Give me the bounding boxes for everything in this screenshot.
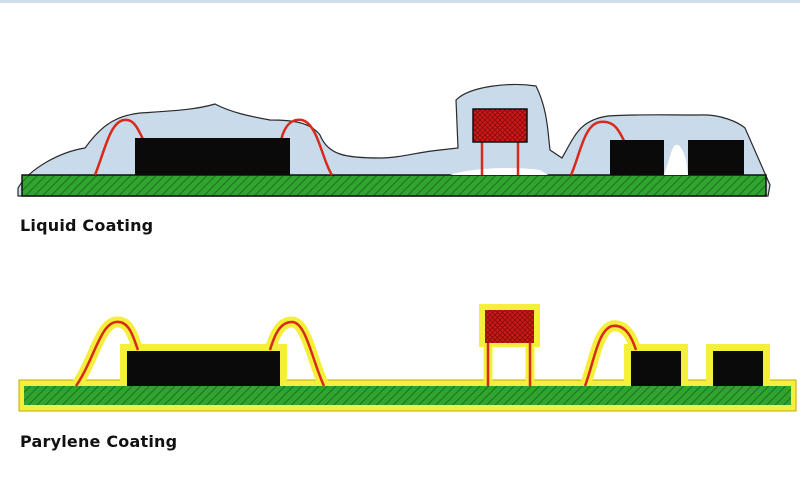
- parylene-lead-small: [583, 324, 638, 387]
- liquid-ic-small-2: [688, 140, 744, 175]
- liquid-ic-small-1: [610, 140, 664, 175]
- parylene-lead-left: [74, 320, 140, 387]
- liquid-lead-small: [569, 120, 628, 176]
- parylene-ic-small-1: [631, 351, 681, 386]
- parylene-ic-large: [127, 351, 280, 386]
- liquid-lead-right: [278, 118, 334, 176]
- parylene-coating-panel: [18, 304, 797, 412]
- top-border: [0, 0, 800, 3]
- liquid-ic-large: [135, 138, 290, 175]
- liquid-capacitor: [472, 108, 528, 143]
- parylene-capacitor: [485, 310, 534, 343]
- liquid-board: [21, 174, 767, 197]
- parylene-board: [24, 386, 791, 405]
- parylene-lead-right: [268, 320, 326, 387]
- liquid-coating-panel: [17, 83, 771, 197]
- liquid-gap-between-ics: [664, 144, 688, 175]
- liquid-lead-left: [93, 118, 148, 176]
- parylene-coating-caption: Parylene Coating: [20, 432, 178, 451]
- liquid-coating-caption: Liquid Coating: [20, 216, 154, 235]
- parylene-ic-small-2: [713, 351, 763, 386]
- liquid-gap: [450, 167, 548, 175]
